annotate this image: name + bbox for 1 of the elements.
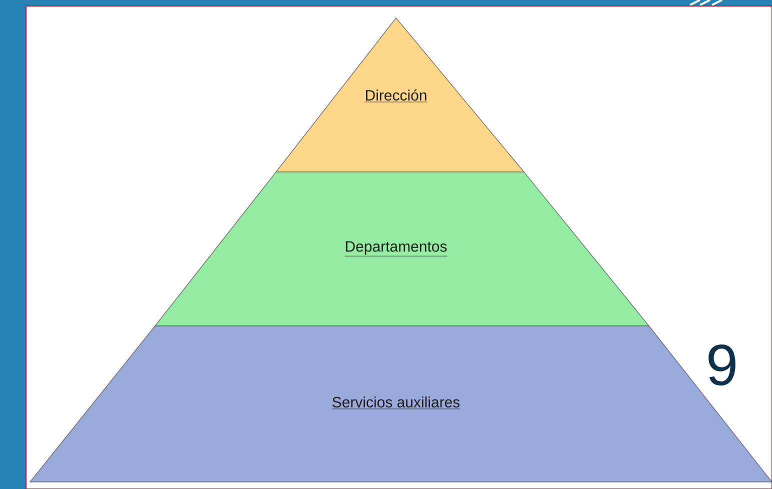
slide-number: 9 [708, 344, 736, 386]
